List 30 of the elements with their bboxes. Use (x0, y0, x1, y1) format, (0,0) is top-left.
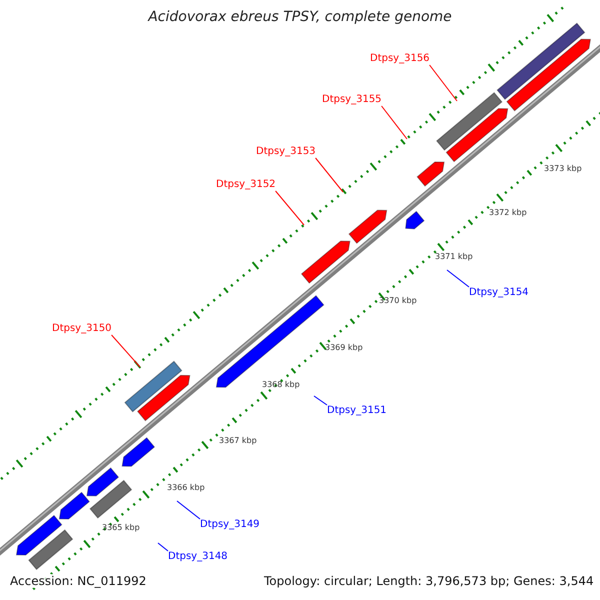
leader-line (176, 500, 200, 520)
tick-label: 3373 kbp (544, 164, 582, 174)
gene-label: Dtpsy_3152 (216, 179, 276, 191)
footer-text: Accession: NC_011992 (8, 574, 148, 588)
leader-line (314, 396, 328, 406)
leader-line (158, 542, 168, 552)
tick-label: 3370 kbp (379, 296, 417, 306)
tick-label: 3366 kbp (167, 483, 205, 493)
tick-label: 3368 kbp (262, 380, 300, 390)
leader-line (275, 190, 304, 226)
gene-label: Dtpsy_3150 (52, 323, 112, 335)
gene-label: Dtpsy_3154 (469, 287, 529, 299)
gene-label: Dtpsy_3156 (370, 53, 430, 65)
tick-label: 3371 kbp (435, 252, 473, 262)
leader-line (111, 334, 140, 368)
gene-label: Dtpsy_3155 (322, 94, 382, 106)
leader-line (381, 106, 408, 140)
gene-label: Dtpsy_3148 (168, 551, 228, 563)
leader-line (315, 158, 344, 192)
leader-line (429, 64, 458, 102)
tick-label: 3372 kbp (489, 208, 527, 218)
title: Acidovorax ebreus TPSY, complete genome (146, 9, 453, 26)
tick-label: 3367 kbp (219, 436, 257, 446)
gene-label: Dtpsy_3153 (256, 146, 316, 158)
tick-label: 3369 kbp (325, 343, 363, 353)
gene-label: Dtpsy_3151 (327, 405, 387, 417)
gene-label: Dtpsy_3149 (200, 519, 260, 531)
tick-label: 3365 kbp (102, 523, 140, 533)
footer-text: Topology: circular; Length: 3,796,573 bp; Genes: 3,544 (262, 574, 596, 588)
leader-line (446, 270, 470, 288)
